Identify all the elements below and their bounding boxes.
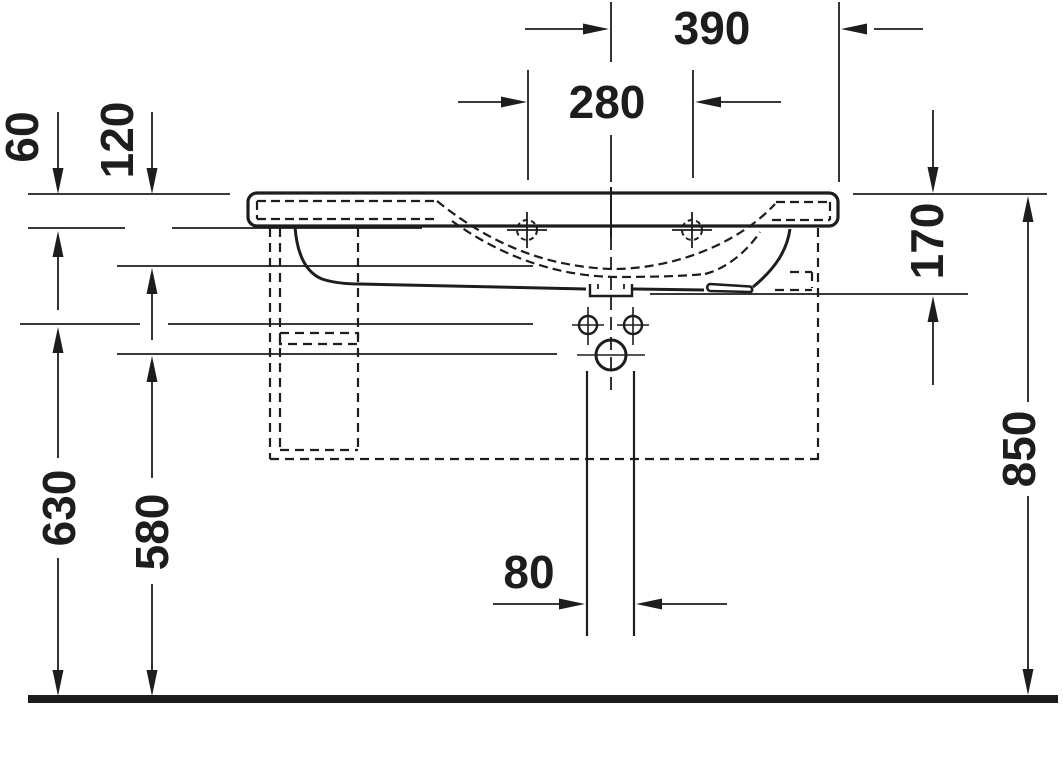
dim-label-80: 80 xyxy=(503,546,554,598)
arrowhead xyxy=(52,168,64,194)
dim-label-390: 390 xyxy=(674,2,751,54)
basin-outline xyxy=(246,191,840,298)
right-step xyxy=(775,270,814,292)
arrowhead xyxy=(695,96,721,108)
dimension-580: 580 xyxy=(126,356,178,696)
arrowhead xyxy=(927,167,939,193)
faucet-holes xyxy=(507,212,712,248)
dimension-120: 120 xyxy=(91,102,158,340)
reference-lines xyxy=(20,2,1047,355)
furniture-hidden-outline xyxy=(268,228,820,461)
floor-line xyxy=(28,695,1058,703)
bowl-hidden-outer xyxy=(436,200,776,271)
basin-back-wall xyxy=(752,228,792,289)
dimension-280: 280 xyxy=(458,76,781,128)
arrowhead xyxy=(559,598,585,610)
arrowhead xyxy=(146,168,158,194)
arrowhead xyxy=(927,296,939,322)
drain-pipe xyxy=(585,371,636,636)
fixing-and-drain xyxy=(572,307,649,636)
dimension-60: 60 xyxy=(0,111,64,310)
bracket-hidden-rect xyxy=(278,331,360,346)
arrowhead xyxy=(146,356,158,382)
arrowhead xyxy=(1022,196,1034,222)
arrowhead xyxy=(52,327,64,353)
dimension-170: 170 xyxy=(901,110,953,385)
dim-label-60: 60 xyxy=(0,111,48,162)
dimension-390: 390 xyxy=(525,2,923,54)
basin-left-wall xyxy=(293,226,587,291)
dim-label-170: 170 xyxy=(901,203,953,280)
basin-rim xyxy=(246,191,840,228)
dimension-630: 630 xyxy=(33,327,85,696)
arrowhead xyxy=(52,670,64,696)
arrowhead xyxy=(146,670,158,696)
dim-label-630: 630 xyxy=(33,470,85,547)
basin-bottom-right xyxy=(631,287,705,292)
dimension-80: 80 xyxy=(493,546,727,610)
dim-label-850: 850 xyxy=(993,411,1045,488)
arrowhead xyxy=(583,23,609,35)
dim-label-580: 580 xyxy=(126,494,178,571)
arrowhead xyxy=(52,231,64,257)
arrowhead xyxy=(841,23,867,35)
arrowhead xyxy=(146,268,158,294)
bowl-hidden-inner-right xyxy=(704,231,761,276)
dim-label-120: 120 xyxy=(91,102,143,179)
dim-label-280: 280 xyxy=(569,76,646,128)
basin-hidden-lines xyxy=(255,199,832,279)
arrowhead xyxy=(1022,669,1034,695)
bowl-hidden-inner xyxy=(451,220,706,279)
drain-boss-ticks xyxy=(597,284,625,289)
arrowhead xyxy=(636,598,662,610)
dimension-850: 850 xyxy=(993,196,1045,695)
basin-lip xyxy=(706,282,754,294)
arrowhead xyxy=(501,96,527,108)
